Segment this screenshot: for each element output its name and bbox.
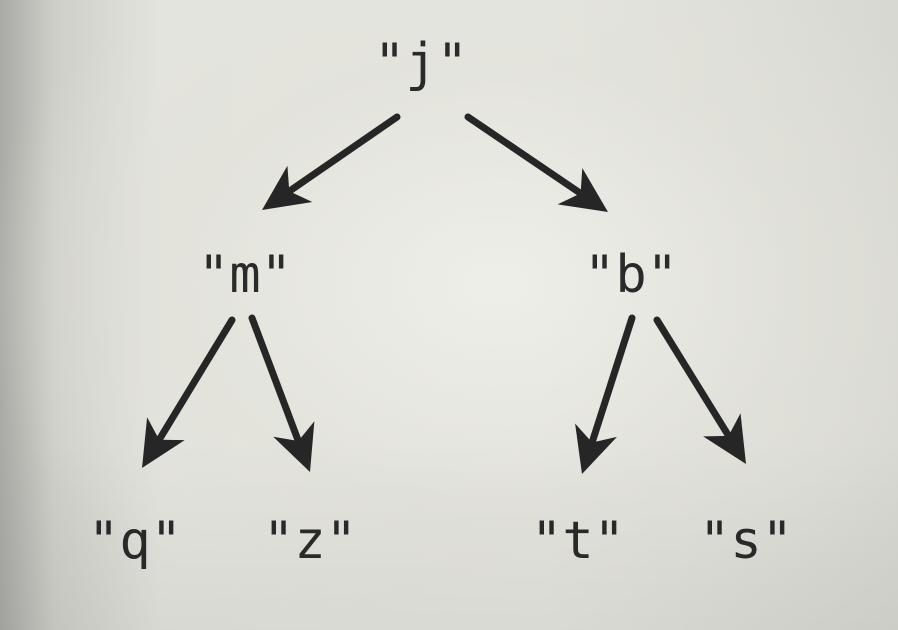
arrowhead-icon	[557, 167, 608, 212]
edge-root-to-left	[262, 113, 401, 210]
node-root: "j"	[374, 33, 468, 93]
arrow-shaft	[248, 314, 302, 445]
node-left-right: "z"	[263, 511, 357, 571]
edge-right-to-s	[653, 316, 746, 464]
arrowhead-icon	[262, 165, 313, 210]
arrowhead-icon	[142, 417, 185, 468]
edge-root-to-right	[464, 113, 608, 212]
arrow-shaft	[653, 316, 733, 440]
node-right-left: "t"	[531, 511, 625, 571]
node-left: "m"	[198, 245, 292, 305]
edge-left-to-q	[142, 316, 236, 468]
arrowhead-icon	[575, 423, 617, 474]
edge-right-to-t	[575, 314, 636, 474]
arrow-shaft	[464, 113, 585, 197]
arrow-shaft	[588, 314, 636, 446]
arrow-shaft	[155, 316, 236, 444]
node-left-left: "q"	[88, 511, 182, 571]
arrow-shaft	[285, 113, 401, 195]
node-right: "b"	[584, 245, 678, 305]
edges-group	[142, 113, 746, 474]
node-right-right: "s"	[699, 511, 793, 571]
edge-left-to-z	[248, 314, 315, 472]
arrowhead-icon	[703, 413, 746, 464]
arrowhead-icon	[273, 421, 315, 472]
